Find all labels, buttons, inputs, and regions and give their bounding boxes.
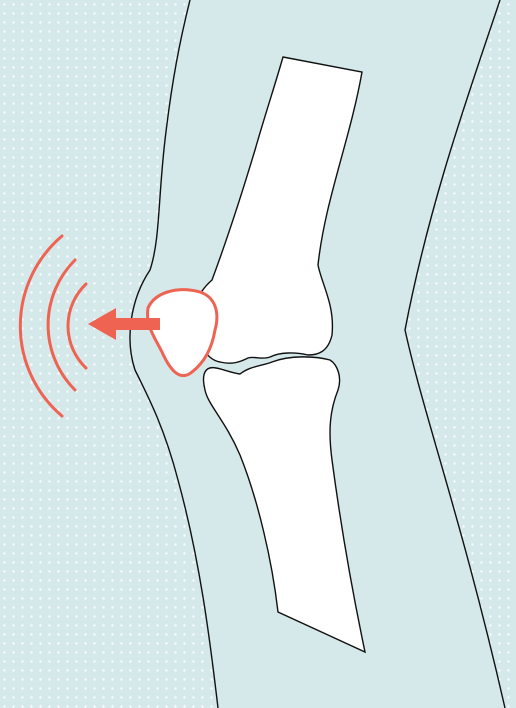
arrow-shaft: [112, 318, 160, 330]
